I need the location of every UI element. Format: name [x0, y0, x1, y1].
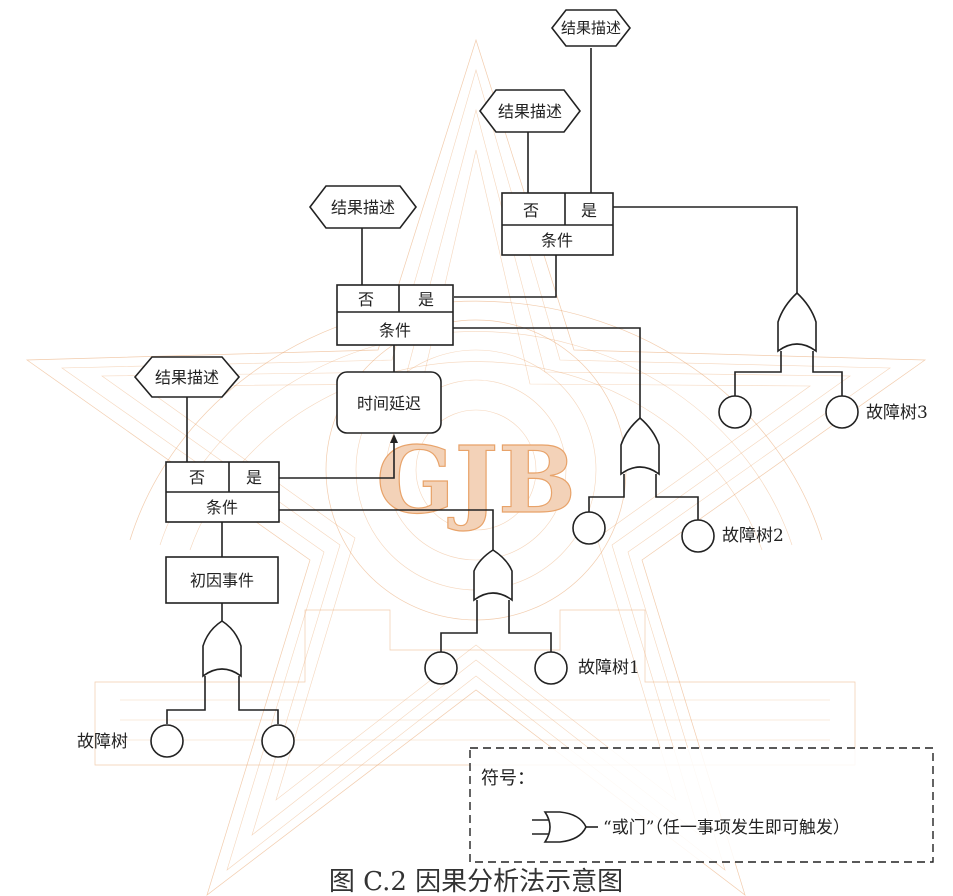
outcome-hexagon: 结果描述 [478, 89, 582, 133]
watermark-star [25, 38, 927, 896]
outcome-label: 结果描述 [331, 198, 395, 217]
connection-lines [166, 48, 843, 724]
no-label: 否 [358, 290, 374, 309]
condition-box: 否 是 条件 [336, 284, 454, 346]
no-label: 否 [523, 201, 539, 220]
initiating-event-box: 初因事件 [165, 556, 279, 604]
outcome-label: 结果描述 [155, 368, 219, 387]
fault-tree-node [718, 395, 752, 429]
yes-label: 是 [581, 201, 597, 220]
fault-tree-label: 故障树 [77, 732, 128, 752]
time-delay-box: 时间延迟 [336, 371, 442, 434]
time-delay-label: 时间延迟 [357, 394, 421, 413]
fault-tree-label: 故障树3 [866, 403, 928, 423]
outcome-hexagon: 结果描述 [133, 356, 241, 398]
legend-box: 符号： “或门”（任一事项发生即可触发） [469, 747, 934, 863]
outcome-hexagon: 结果描述 [550, 9, 632, 47]
condition-label: 条件 [206, 498, 238, 517]
fault-tree-node [825, 395, 859, 429]
fault-tree-node [572, 511, 606, 545]
outcome-hexagon: 结果描述 [308, 185, 418, 229]
or-gate [777, 291, 817, 353]
yes-label: 是 [246, 468, 262, 487]
fault-tree-label: 故障树1 [578, 658, 640, 678]
watermark-emblem: GJB [25, 38, 927, 896]
or-gate-legend-icon [532, 811, 598, 843]
outcome-label: 结果描述 [498, 102, 562, 121]
initiating-event-label: 初因事件 [190, 571, 254, 590]
fault-tree-label: 故障树2 [722, 526, 784, 546]
watermark-arc [129, 300, 823, 541]
or-gate-description: “或门”（任一事项发生即可触发） [603, 818, 850, 838]
no-label: 否 [189, 468, 205, 487]
or-gate [202, 620, 242, 678]
figure-caption: 图 C.2 因果分析法示意图 [329, 867, 623, 896]
legend-title: 符号： [481, 768, 535, 789]
or-gate [620, 416, 660, 476]
fault-tree-node [150, 724, 184, 758]
fault-tree-node [261, 724, 295, 758]
condition-label: 条件 [379, 321, 411, 340]
outcome-label: 结果描述 [561, 19, 621, 37]
condition-box: 否 是 条件 [501, 192, 614, 256]
watermark-text: GJB [376, 426, 576, 534]
or-gate [473, 549, 513, 602]
fault-tree-node [534, 651, 568, 685]
fault-tree-node [424, 651, 458, 685]
fault-tree-node [681, 519, 715, 553]
condition-box: 否 是 条件 [165, 461, 280, 523]
yes-label: 是 [418, 290, 434, 309]
fault-tree-circles [150, 395, 859, 758]
condition-label: 条件 [541, 231, 573, 250]
